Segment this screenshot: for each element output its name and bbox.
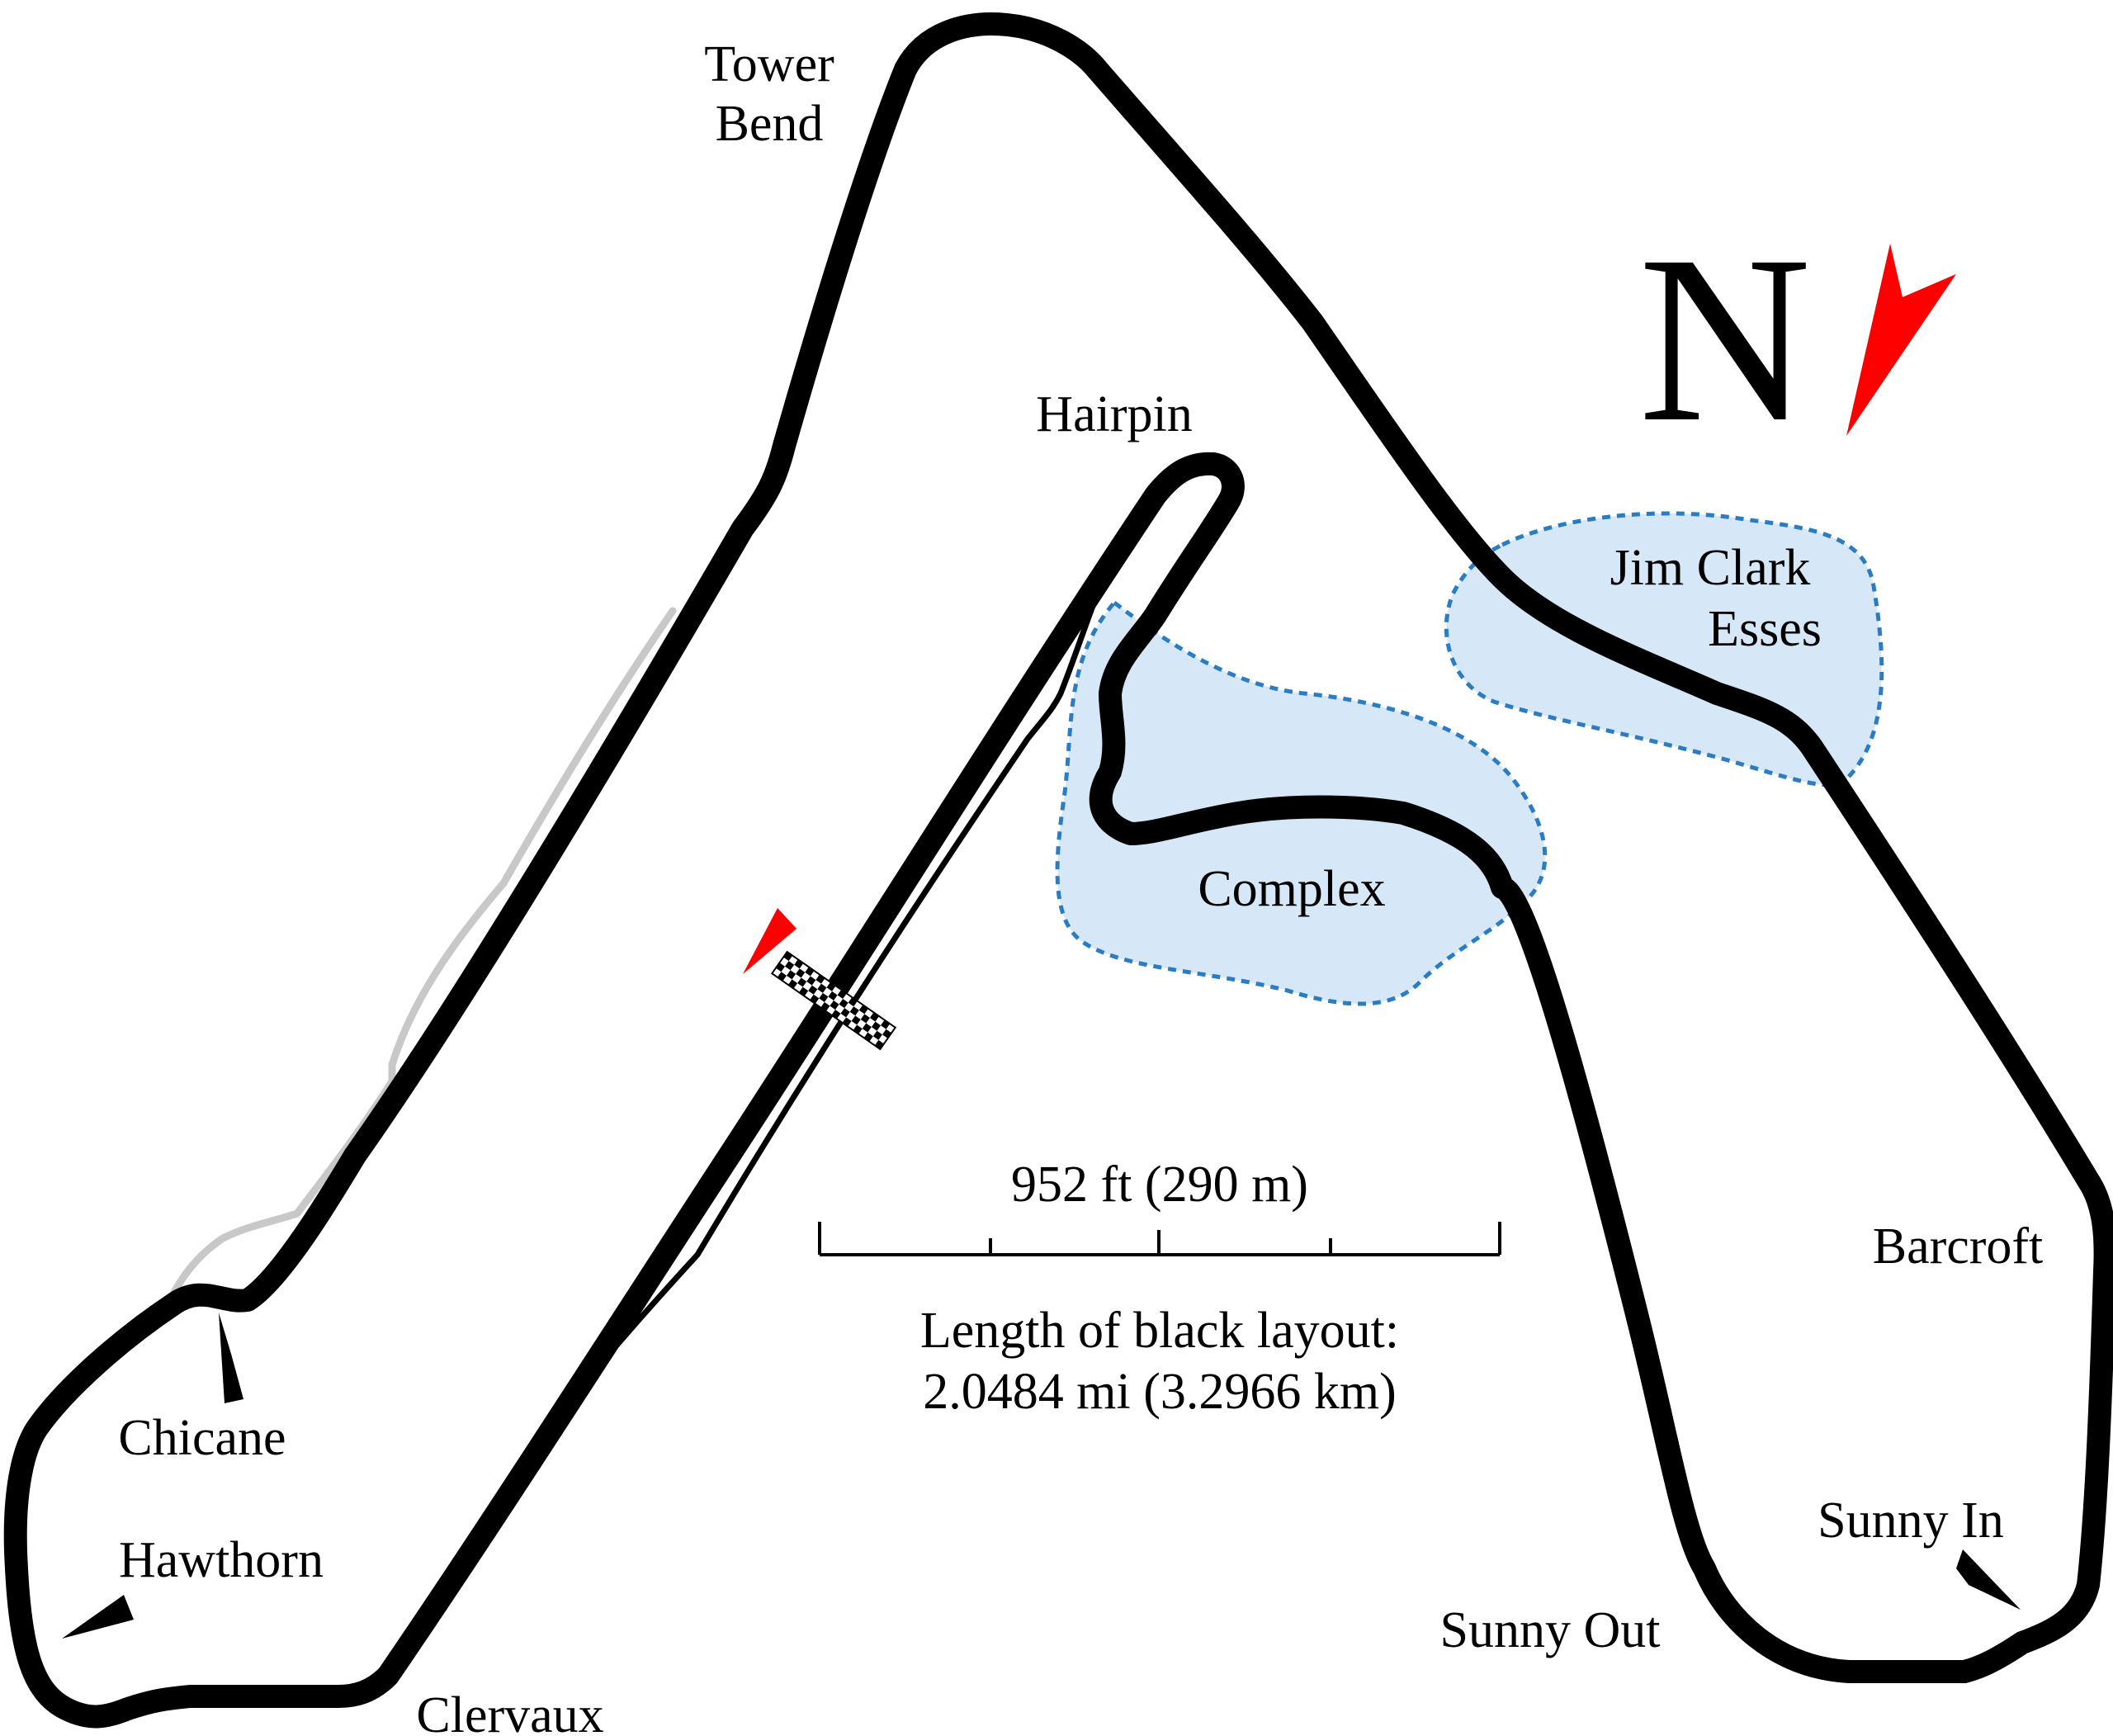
- checker-square: [785, 961, 795, 971]
- checker-square: [831, 1010, 841, 1019]
- checker-square: [819, 992, 829, 1002]
- checker-square: [806, 976, 816, 986]
- checker-square: [839, 999, 849, 1009]
- north-label: N: [1638, 206, 1811, 471]
- pit-lane-path: [541, 558, 1113, 1440]
- length-line-1: Length of black layout:: [920, 1303, 1399, 1359]
- sunny-out-label: Sunny Out: [1440, 1602, 1661, 1658]
- checker-square: [787, 979, 798, 989]
- checker-square: [858, 1005, 868, 1015]
- checker-square: [775, 963, 786, 972]
- checker-square: [796, 968, 806, 978]
- start-finish-line: [770, 950, 897, 1051]
- checker-square: [817, 983, 827, 993]
- checker-square: [863, 1032, 873, 1042]
- checker-square: [820, 1001, 830, 1012]
- checker-square: [862, 1023, 872, 1033]
- alternate-layout-path: [161, 607, 677, 1317]
- jim-clark-label-line1: Jim Clark: [1610, 540, 1811, 596]
- checker-square: [860, 1014, 870, 1024]
- checker-square: [871, 1021, 882, 1031]
- checker-square: [881, 1019, 891, 1029]
- checker-square: [808, 985, 818, 995]
- jim-clark-label-line2: Esses: [1708, 601, 1822, 657]
- checker-square: [815, 974, 825, 984]
- barcroft-label: Barcroft: [1873, 1218, 2044, 1275]
- checker-square: [794, 959, 804, 969]
- checker-square: [826, 982, 836, 991]
- checker-square: [799, 986, 809, 996]
- checker-square: [840, 1008, 850, 1018]
- complex-label: Complex: [1198, 861, 1385, 917]
- checker-square: [853, 1024, 863, 1034]
- scale-label: 952 ft (290 m): [1011, 1157, 1308, 1213]
- checker-square: [828, 991, 838, 1000]
- clervaux-label: Clervaux: [416, 1687, 603, 1736]
- scale-bar: [818, 1222, 1501, 1256]
- hairpin-label: Hairpin: [1036, 386, 1192, 442]
- checker-square: [783, 952, 793, 962]
- checker-square: [777, 972, 787, 982]
- checker-square: [830, 1000, 839, 1010]
- checker-square: [810, 994, 820, 1004]
- main-track-path: [3, 12, 2113, 1729]
- checker-square: [874, 1039, 884, 1049]
- sunny-in-marker-icon: [1956, 1549, 2021, 1610]
- checker-square: [869, 1012, 880, 1022]
- checker-square: [848, 997, 858, 1007]
- tower-bend-label-line1: Tower: [704, 36, 834, 92]
- checker-square: [805, 967, 815, 977]
- checker-square: [872, 1030, 882, 1040]
- hawthorn-marker-icon: [62, 1595, 134, 1639]
- checker-square: [851, 1015, 861, 1025]
- checker-square: [882, 1029, 892, 1038]
- north-arrow-icon: [1846, 244, 1956, 436]
- tower-bend-label-line2: Bend: [716, 96, 824, 152]
- checker-square: [849, 1006, 859, 1016]
- length-line-2: 2.0484 mi (3.2966 km): [923, 1364, 1396, 1420]
- chicane-label: Chicane: [118, 1410, 286, 1466]
- checker-square: [786, 970, 797, 980]
- checker-square: [797, 977, 807, 987]
- chicane-marker-icon: [219, 1313, 243, 1403]
- sunny-in-label: Sunny In: [1818, 1492, 2004, 1549]
- start-direction-flag: [743, 908, 797, 974]
- checker-square: [842, 1017, 852, 1027]
- checker-square: [837, 989, 847, 1000]
- hawthorn-label: Hawthorn: [119, 1532, 324, 1588]
